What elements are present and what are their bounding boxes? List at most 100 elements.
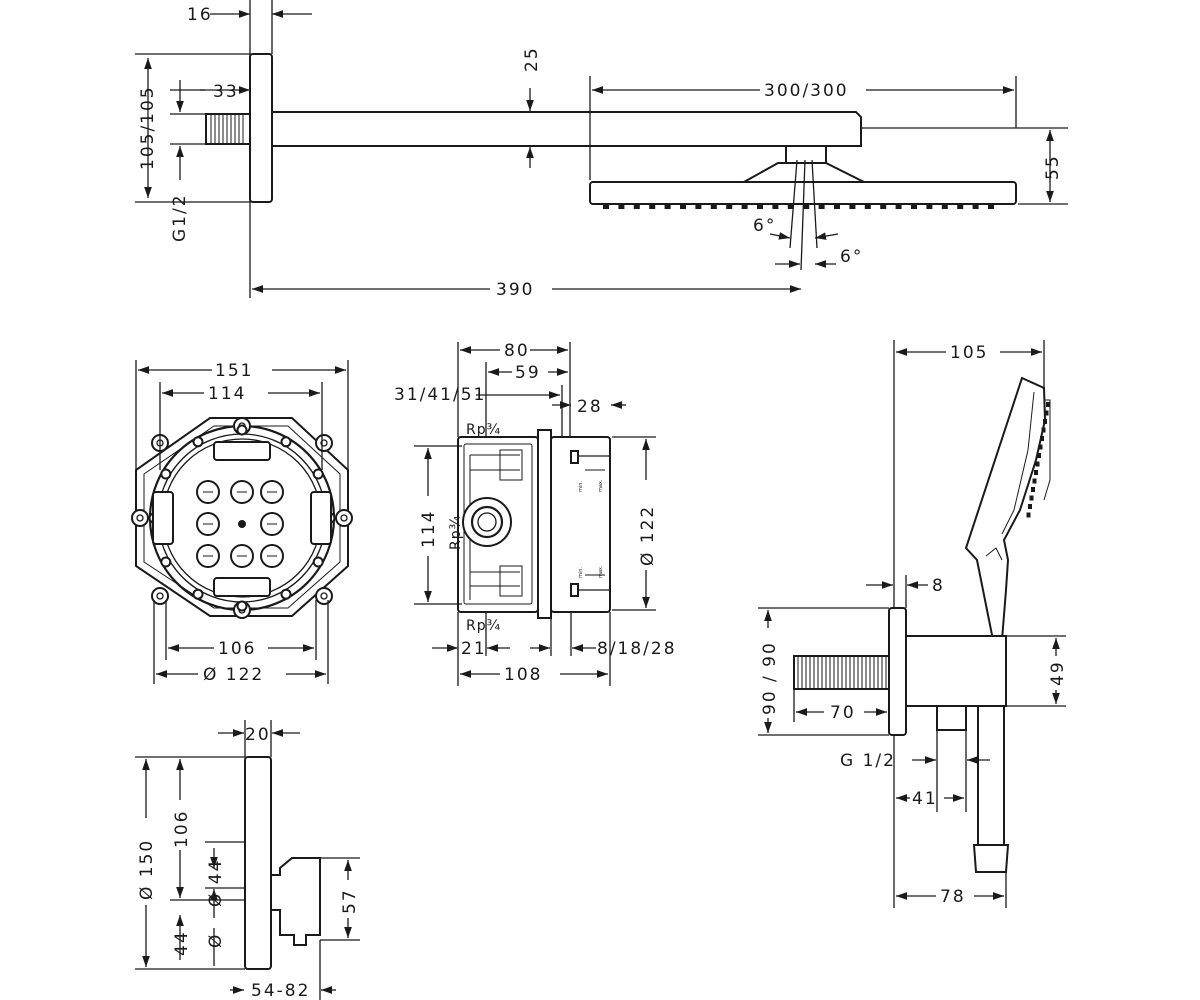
ring-screw (160, 468, 172, 480)
dim-total-length: 390 (496, 280, 534, 300)
dim-cover-diameter: Ø 122 (638, 505, 658, 566)
hand-nozzle (1034, 470, 1038, 475)
dim-flange-thickness: 16 (187, 5, 213, 25)
dim-angle-inner: 6° (753, 216, 776, 236)
outlet-rosette (888, 607, 907, 736)
overhead-shower-view: 16 105/105 33 G1/2 25 300/300 55 6° (135, 0, 1068, 300)
dim-head-height: 55 (1043, 154, 1063, 180)
nozzle (941, 204, 948, 209)
label-min-upper: min. (578, 481, 584, 492)
dim-thread-length: 33 (213, 82, 239, 102)
hose (977, 705, 1005, 849)
dim-57: 57 (340, 888, 360, 914)
hand-nozzle (1029, 495, 1034, 501)
ring-screw (192, 436, 204, 448)
nozzle (772, 204, 779, 209)
outlet-body (905, 635, 1007, 707)
dim-box-outer: 151 (215, 361, 253, 381)
shower-arm (271, 111, 862, 147)
nozzle (849, 204, 856, 209)
label-min-lower: min. (578, 567, 584, 578)
dim-90-90: 90 / 90 (760, 641, 780, 715)
nozzle (864, 204, 871, 209)
dim-box-inner: 114 (208, 384, 246, 404)
thermostat-knob (270, 857, 321, 946)
nozzle (710, 204, 717, 209)
hand-nozzle (1041, 427, 1046, 433)
hose-cone-nut (972, 844, 1010, 873)
dim-44-upper: Ø 44 (206, 859, 226, 907)
dim-41: 41 (912, 789, 938, 809)
dim-angle-outer: 6° (840, 247, 863, 267)
nozzle (911, 204, 917, 209)
nozzle (926, 204, 933, 209)
right-boss (310, 491, 332, 545)
nozzle (695, 204, 702, 209)
left-boss (152, 491, 174, 545)
dim-78: 78 (940, 887, 966, 907)
nozzle (603, 204, 609, 209)
hand-nozzle (1046, 402, 1050, 407)
dim-21: 21 (461, 639, 487, 659)
nozzle (834, 204, 840, 209)
hand-nozzle (1035, 461, 1040, 467)
mounting-ear (315, 434, 333, 452)
dim-head-width: 300/300 (764, 81, 849, 101)
mounting-ear (151, 587, 169, 605)
dim-g-half: G 1/2 (840, 751, 896, 771)
dim-28: 28 (577, 397, 603, 417)
hand-nozzle (1031, 487, 1035, 492)
nozzle (757, 204, 763, 209)
spray-nozzles (603, 204, 994, 209)
nozzle (988, 204, 994, 209)
hand-nozzle (1040, 436, 1044, 441)
nozzle (680, 204, 686, 209)
center-port (238, 520, 246, 528)
dim-box-diameter: Ø 122 (203, 665, 264, 685)
nozzle (726, 204, 733, 209)
dim-106: 106 (172, 810, 192, 848)
label-rp-bottom: Rp¾ (466, 618, 501, 634)
dim-arm-height: 25 (522, 46, 542, 72)
nozzle (633, 204, 640, 209)
hand-nozzle (1038, 444, 1043, 450)
thermostat-rosette (244, 756, 272, 970)
dim-80: 80 (504, 341, 530, 361)
hand-shower-handle (964, 376, 1047, 641)
dim-depth-range: 31/41/51 (394, 385, 486, 405)
nozzle (880, 204, 887, 209)
ring-screw (192, 588, 204, 600)
nozzle (803, 204, 810, 209)
dim-105: 105 (950, 343, 988, 363)
bottom-boss (213, 577, 271, 597)
dim-plaster-range: 8/18/28 (597, 639, 677, 659)
nozzle (972, 204, 979, 209)
dim-114: 114 (419, 510, 439, 548)
ring-screw (280, 436, 292, 448)
thermostat-view: 20 Ø 150 106 44 Ø 44 Ø 57 54-82 (135, 720, 360, 1000)
nozzle (741, 204, 748, 209)
top-boss (213, 441, 271, 461)
ibox-octagon-body (135, 417, 349, 617)
dim-diam-symbol: Ø (206, 933, 226, 948)
dim-44-lower: 44 (172, 930, 192, 956)
dim-20: 20 (245, 725, 271, 745)
outlet-thread-hatch (797, 656, 887, 689)
nozzle (664, 204, 671, 209)
hand-nozzle (1026, 512, 1031, 518)
nozzle (649, 204, 656, 209)
label-max-upper: max. (598, 479, 604, 492)
hand-shower-view: 105 8 90 / 90 70 49 G 1/2 41 78 (758, 340, 1068, 908)
mounting-ear (131, 509, 149, 527)
hand-nozzle (1028, 504, 1032, 509)
dim-108: 108 (504, 665, 542, 685)
dim-box-bottom: 106 (218, 639, 256, 659)
hand-shower-nozzles (1026, 402, 1050, 518)
wall-flange (249, 53, 273, 203)
dim-70: 70 (830, 703, 856, 723)
label-rp-middle: Rp¾ (448, 515, 464, 550)
hand-nozzle (1044, 410, 1049, 416)
mounting-ear (315, 587, 333, 605)
dim-flange-height: 105/105 (138, 85, 158, 170)
